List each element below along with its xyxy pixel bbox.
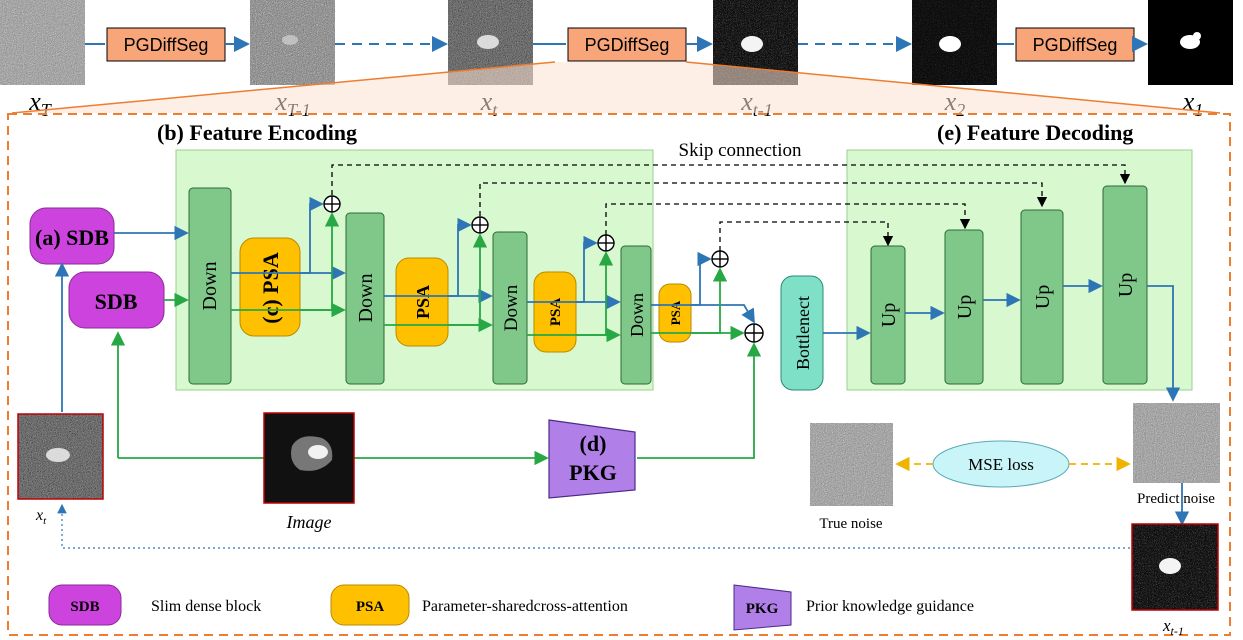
up-label: Up xyxy=(1032,285,1054,309)
down-label: Down xyxy=(199,262,221,311)
pgdiffseg-box-2: PGDiffSeg xyxy=(567,27,687,62)
up-block-2: Up xyxy=(944,229,984,385)
legend-pkg: PKG Prior knowledge guidance xyxy=(733,584,974,631)
zoom-line xyxy=(11,61,556,114)
sum-node-4 xyxy=(711,250,729,268)
pgdiffseg-box-1: PGDiffSeg xyxy=(106,27,226,62)
legend-psa: PSA Parameter-sharedcross-attention xyxy=(330,584,628,626)
skip-connections xyxy=(331,164,1131,251)
sum-node-5 xyxy=(744,323,764,343)
up-block-4: Up xyxy=(1102,185,1148,385)
pgdiffseg-label: PGDiffSeg xyxy=(1033,35,1118,55)
pkg-label-2: PKG xyxy=(569,460,617,485)
mse-label: MSE loss xyxy=(968,455,1034,474)
psa-block-2: PSA xyxy=(395,257,449,347)
sdb-block-a: (a) SDB xyxy=(29,207,115,265)
legend-sdb-key: SDB xyxy=(70,599,99,615)
xt-input-image xyxy=(17,413,104,500)
pgdiffseg-box-3: PGDiffSeg xyxy=(1015,27,1135,62)
down-block-3: Down xyxy=(492,231,528,385)
legend-sdb: SDB Slim dense block xyxy=(48,584,261,626)
legend-psa-key: PSA xyxy=(356,599,385,615)
true-noise-image xyxy=(810,423,893,506)
image-caption: Image xyxy=(286,512,332,532)
xt-1-output-label: xt-1 xyxy=(1162,616,1184,638)
label-x1: x1 xyxy=(1182,87,1204,120)
psa-c-label: (c) PSA xyxy=(258,252,283,324)
sum-node-3 xyxy=(597,234,615,252)
true-noise-label: True noise xyxy=(819,516,883,532)
zoom-wedge xyxy=(12,62,1220,113)
pkg-label-1: (d) xyxy=(580,431,607,456)
mse-loss-node: MSE loss xyxy=(932,440,1070,488)
predict-noise-label: Predict noise xyxy=(1137,491,1215,507)
sdb-block: SDB xyxy=(68,271,165,329)
psa-block-c: (c) PSA xyxy=(239,237,301,337)
green-flow-arrows xyxy=(110,212,762,466)
up-block-1: Up xyxy=(870,245,906,385)
blue-flow-arrows xyxy=(54,196,1190,526)
pkg-block: (d) PKG xyxy=(548,419,636,499)
top-diffusion-row: PGDiffSeg PGDiffSeg PGDiffSeg xT xT-1 xt… xyxy=(0,0,1233,120)
mri-image xyxy=(263,412,355,504)
encoding-title: (b) Feature Encoding xyxy=(157,120,357,145)
zoom-line xyxy=(685,61,1221,114)
sum-nodes xyxy=(323,195,764,343)
sum-node-1 xyxy=(323,195,341,213)
down-label: Down xyxy=(501,284,522,331)
noise-image-x2 xyxy=(912,0,997,85)
legend-sdb-desc: Slim dense block xyxy=(151,598,261,615)
noise-image-xT xyxy=(0,0,85,85)
bottleneck-block: Bottlenect xyxy=(780,275,824,391)
down-block-1: Down xyxy=(188,187,232,385)
mask-image-x1 xyxy=(1148,0,1233,85)
down-label: Down xyxy=(627,293,647,337)
sdb-label: SDB xyxy=(95,289,138,314)
up-label: Up xyxy=(878,303,900,327)
sum-node-2 xyxy=(471,216,489,234)
up-block-3: Up xyxy=(1020,209,1064,385)
sdb-a-label: (a) SDB xyxy=(35,225,109,250)
xt-1-output-image xyxy=(1131,523,1219,611)
up-label: Up xyxy=(954,295,976,319)
down-label: Down xyxy=(355,274,377,323)
xt-input-label: xt xyxy=(35,507,47,527)
predict-noise-image xyxy=(1133,403,1220,483)
legend-psa-desc: Parameter-sharedcross-attention xyxy=(422,598,628,615)
psa-block-3: PSA xyxy=(533,271,577,353)
up-label: Up xyxy=(1115,273,1137,297)
detail-frame xyxy=(7,113,1231,636)
label-xT: xT xyxy=(28,87,53,120)
psa-label: PSA xyxy=(413,285,433,319)
pgdiffseg-label: PGDiffSeg xyxy=(124,35,209,55)
pgdiffseg-label: PGDiffSeg xyxy=(585,35,670,55)
bottleneck-label: Bottlenect xyxy=(793,296,813,370)
feedback-arrow xyxy=(57,503,1130,549)
psa-label: PSA xyxy=(548,298,564,327)
decoding-title: (e) Feature Decoding xyxy=(937,120,1133,145)
legend-pkg-desc: Prior knowledge guidance xyxy=(806,598,974,615)
legend: SDB Slim dense block PSA Parameter-share… xyxy=(48,584,974,631)
skip-connection-label: Skip connection xyxy=(679,140,802,161)
down-block-2: Down xyxy=(345,212,385,385)
noise-image-xT-1 xyxy=(250,0,335,85)
psa-label: PSA xyxy=(668,300,683,325)
psa-block-4: PSA xyxy=(658,283,692,343)
down-block-4: Down xyxy=(620,245,652,385)
legend-pkg-key: PKG xyxy=(746,601,779,617)
